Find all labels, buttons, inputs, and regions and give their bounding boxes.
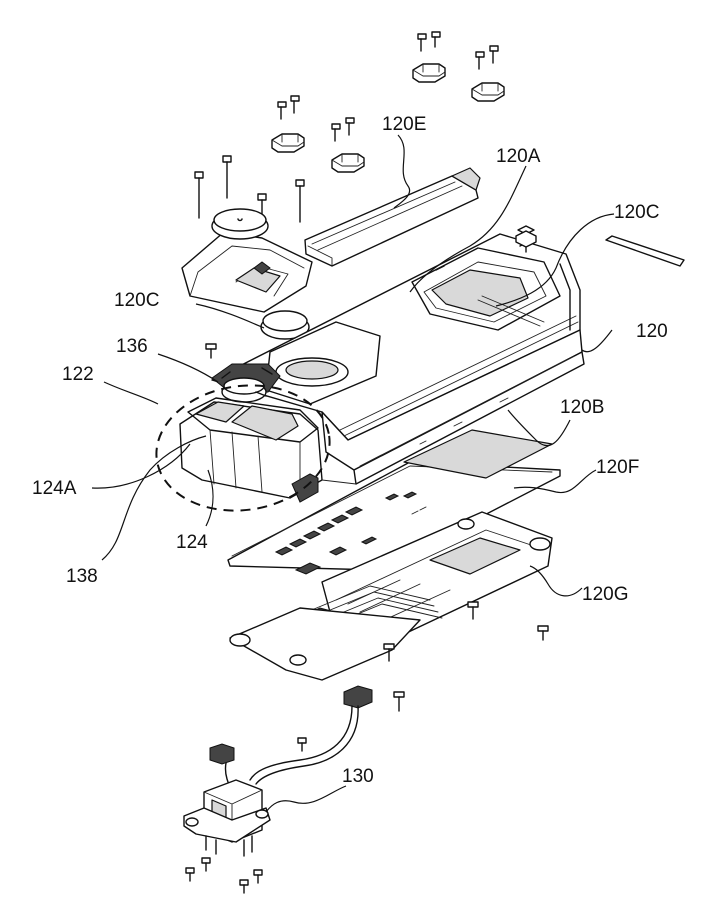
label-120A: 120A [496, 146, 541, 167]
label-120C-right: 120C [614, 202, 659, 223]
label-130: 130 [342, 766, 374, 787]
small-screw-136 [206, 344, 216, 358]
connector-assembly-130 [184, 686, 372, 893]
label-122: 122 [62, 364, 94, 385]
part-120E-strip [305, 168, 480, 266]
screw-pair-1 [418, 32, 440, 51]
label-120: 120 [636, 321, 668, 342]
label-136: 136 [116, 336, 148, 357]
leader-120G [530, 566, 582, 596]
leader-130 [266, 786, 346, 812]
screw-pair-3 [278, 96, 299, 119]
clip-4 [332, 154, 364, 172]
leader-122 [104, 382, 158, 404]
clip-3 [272, 134, 304, 152]
leader-120E [394, 135, 410, 208]
label-120B: 120B [560, 397, 604, 418]
label-120E: 120E [382, 114, 426, 135]
clip-2 [472, 83, 504, 101]
label-124: 124 [176, 532, 208, 553]
screw-pair-2 [476, 46, 498, 69]
label-120C-left: 120C [114, 290, 159, 311]
label-138: 138 [66, 566, 98, 587]
screw-pair-4 [332, 118, 354, 141]
leader-120 [582, 330, 612, 352]
label-120G: 120G [582, 584, 628, 605]
speaker-cap-assembly [182, 209, 312, 312]
leader-136 [158, 354, 218, 382]
label-120F: 120F [596, 457, 639, 478]
clip-1 [413, 64, 445, 82]
leader-124A [92, 444, 190, 488]
label-124A: 124A [32, 478, 77, 499]
